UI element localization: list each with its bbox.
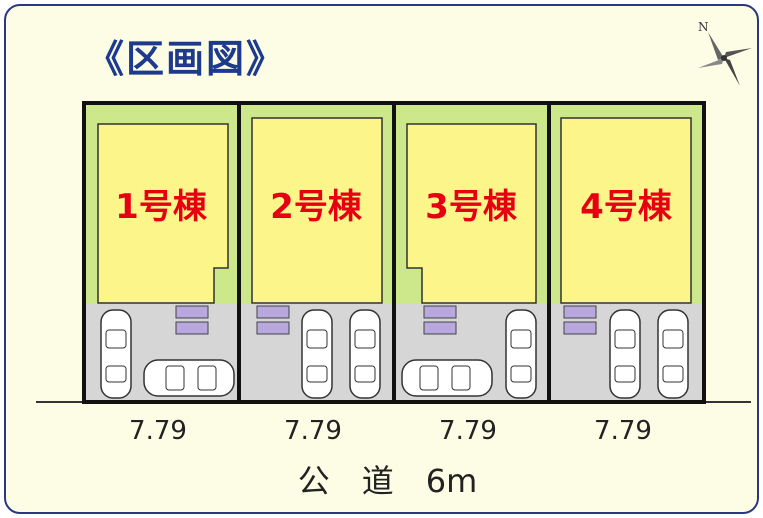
lot-3-step-lower <box>423 321 457 335</box>
lot-3-label: 3号棟 <box>425 187 518 227</box>
road-label-width: 6m <box>425 462 478 500</box>
page-title: 《区画図》 <box>86 37 287 81</box>
lot-1-building <box>97 123 229 304</box>
lot-1-label: 1号棟 <box>115 187 208 227</box>
lot-2-label: 2号棟 <box>270 187 363 227</box>
lot-2-step-lower <box>256 321 290 335</box>
car-icon <box>301 309 333 399</box>
lot-2-frontage: 7.79 <box>284 416 342 446</box>
lot-2: 2号棟 <box>237 101 396 404</box>
car-icon <box>349 309 381 399</box>
lot-4-frontage: 7.79 <box>594 416 652 446</box>
site-plan: 1号棟 2号棟 <box>36 101 751 404</box>
lot-4-border <box>547 101 706 404</box>
lot-3: 3号棟 <box>392 101 551 404</box>
lot-2-building <box>251 117 383 304</box>
lot-3-frontage: 7.79 <box>439 416 497 446</box>
lot-4-label: 4号棟 <box>580 187 673 227</box>
car-icon <box>505 309 537 399</box>
lot-4-step-upper <box>563 305 597 319</box>
lot-1-frontage: 7.79 <box>129 416 187 446</box>
car-icon <box>143 359 235 397</box>
car-icon <box>609 309 641 399</box>
road-label-name: 公 道 <box>297 462 394 500</box>
lot-3-step-upper <box>423 305 457 319</box>
car-icon <box>401 359 493 397</box>
lot-1-step-upper <box>175 305 209 319</box>
lot-1-step-lower <box>175 321 209 335</box>
car-icon <box>657 309 689 399</box>
lot-3-building <box>406 123 537 304</box>
lot-4-building <box>560 117 692 304</box>
diagram-frame: 1号棟 2号棟 <box>4 4 759 514</box>
lot-2-step-upper <box>256 305 290 319</box>
car-icon <box>100 309 132 399</box>
compass-rose-icon: N <box>694 20 754 92</box>
road-label: 公 道 6m <box>6 456 757 502</box>
lot-1: 1号棟 <box>82 101 241 404</box>
lot-4-step-lower <box>563 321 597 335</box>
lot-4: 4号棟 <box>547 101 706 404</box>
compass-north-label: N <box>698 20 709 34</box>
